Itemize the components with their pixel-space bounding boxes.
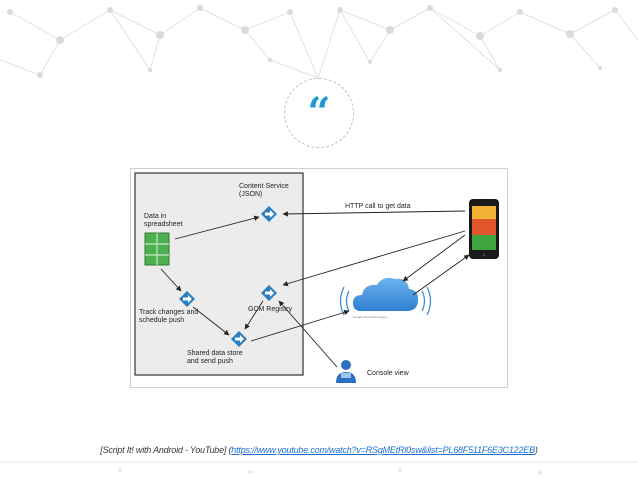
connector-phone-to-cloud (402, 234, 466, 282)
quote-mark: “ (307, 89, 331, 136)
connector-track-to-shared (192, 306, 230, 336)
label-data-in-spreadsheet: Data in spreadsheet (144, 213, 183, 228)
caption-prefix: [Script It! with Android - YouTube] ( (100, 445, 232, 455)
content-service-arrow-icon (261, 206, 277, 222)
connector-console-to-gcm (278, 300, 338, 368)
server-panel (134, 172, 304, 376)
connector-cloud-to-phone (412, 254, 470, 296)
label-track-changes: Track changes and schedule push (139, 309, 199, 324)
connector-phone-to-gcm (282, 230, 466, 287)
label-cloud-brand: Google Cloud Messaging (353, 315, 387, 319)
connector-gcm-to-shared (244, 300, 264, 330)
quote-circle: “ (284, 78, 354, 148)
track-changes-arrow-icon (179, 291, 195, 307)
spreadsheet-icon (144, 232, 170, 266)
cloud-icon (339, 277, 432, 316)
youtube-link[interactable]: https://www.youtube.com/watch?v=RSgMEtRl… (231, 445, 535, 455)
caption-suffix: ) (534, 445, 538, 455)
label-content-service: Content Service (JSON) (239, 183, 289, 198)
label-gcm-registry: GCM Registry (248, 306, 292, 313)
source-caption: [Script It! with Android - YouTube] (htt… (0, 445, 638, 455)
label-console-view: Console view (367, 370, 409, 377)
connector-spreadsheet-to-track (160, 268, 182, 292)
phone-icon (469, 199, 499, 259)
connector-shared-to-cloud (250, 309, 350, 342)
architecture-diagram: Data in spreadsheet Content Service (JSO… (130, 168, 508, 388)
gcm-registry-arrow-icon (261, 285, 277, 301)
label-http-call: HTTP call to get data (345, 203, 411, 210)
person-icon (336, 360, 356, 383)
diagram-canvas (134, 172, 499, 383)
label-shared-data-store: Shared data store and send push (187, 350, 243, 365)
connector-spreadsheet-to-content-service (174, 215, 260, 240)
connector-phone-to-content-service (282, 210, 466, 217)
shared-data-store-arrow-icon (231, 331, 247, 347)
